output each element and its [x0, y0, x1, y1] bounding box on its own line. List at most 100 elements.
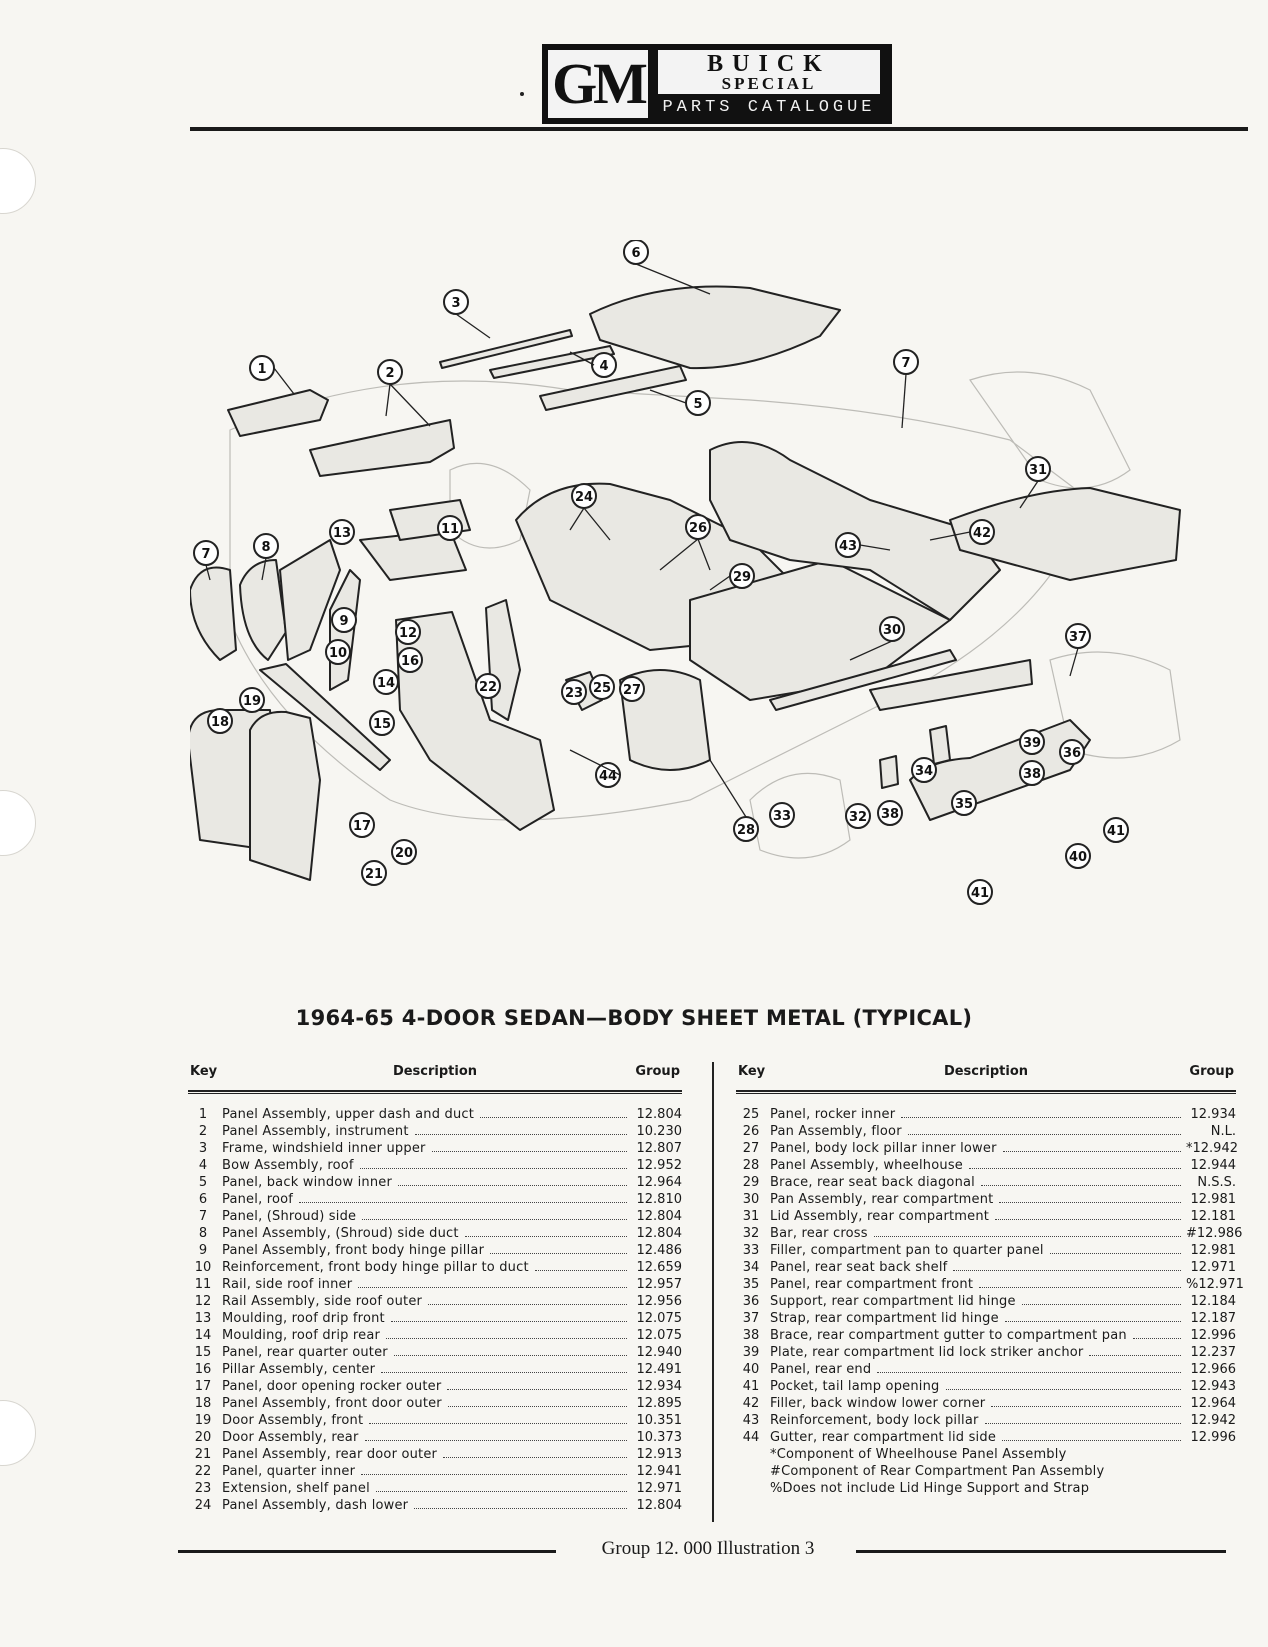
- leader-dots: [1021, 1304, 1181, 1305]
- brand-name: BUICK: [707, 51, 831, 77]
- part-description: Panel Assembly, dash lower: [222, 1498, 409, 1513]
- leader-dots: [381, 1372, 627, 1373]
- svg-text:10: 10: [329, 646, 347, 661]
- leader-dots: [414, 1134, 627, 1135]
- leader-dots: [362, 1219, 627, 1220]
- callout: 21: [361, 860, 387, 886]
- svg-text:36: 36: [1063, 746, 1081, 761]
- leader-dots: [991, 1406, 1181, 1407]
- part-group: 12.184: [1190, 1294, 1237, 1309]
- leader-dots: [490, 1253, 627, 1254]
- svg-text:42: 42: [973, 526, 991, 541]
- leader-dots: [364, 1440, 627, 1441]
- callout: 7: [193, 540, 219, 566]
- leader-dots: [1132, 1338, 1181, 1339]
- callout: 27: [619, 676, 645, 702]
- callout: 38: [877, 800, 903, 826]
- part-description: Panel Assembly, rear door outer: [222, 1447, 438, 1462]
- part-key: 19: [194, 1413, 212, 1428]
- svg-text:2: 2: [385, 366, 394, 381]
- part-description: Pillar Assembly, center: [222, 1362, 376, 1377]
- part-description: Door Assembly, rear: [222, 1430, 359, 1445]
- part-key: 15: [194, 1345, 212, 1360]
- part-description: Panel Assembly, upper dash and duct: [222, 1107, 475, 1122]
- svg-text:44: 44: [599, 769, 617, 784]
- part-key: 24: [194, 1498, 212, 1513]
- table-header: Key Description Group: [188, 1060, 682, 1090]
- body-sheet-metal-drawing: 1 2 3 4 5 6 7 7 8 9 10 11 12 13 14 15 16…: [187, 239, 1181, 905]
- part-description: Bar, rear cross: [770, 1226, 868, 1241]
- part-key: 30: [742, 1192, 760, 1207]
- callout: 4: [591, 352, 617, 378]
- callout: 43: [835, 532, 861, 558]
- part-key: 21: [194, 1447, 212, 1462]
- callout: 16: [397, 647, 423, 673]
- part-key: 38: [742, 1328, 760, 1343]
- part-group: 12.659: [636, 1260, 683, 1275]
- leader-dots: [386, 1338, 627, 1339]
- part-key: 13: [194, 1311, 212, 1326]
- header-rule-thick: [188, 1090, 682, 1092]
- column-divider: [712, 1062, 714, 1522]
- leader-dots: [375, 1491, 627, 1492]
- part-key: 37: [742, 1311, 760, 1326]
- part-group: #12.986: [1186, 1226, 1243, 1241]
- brand-box: BUICK SPECIAL: [658, 50, 880, 94]
- part-group: 12.804: [636, 1226, 683, 1241]
- column-header-description: Description: [392, 1064, 478, 1079]
- svg-text:5: 5: [693, 397, 702, 412]
- callout: 25: [589, 674, 615, 700]
- part-group: 12.996: [1190, 1328, 1237, 1343]
- punch-hole: [0, 790, 36, 856]
- leader-dots: [901, 1117, 1181, 1118]
- table-row: 21 Panel Assembly, rear door outer 12.913: [188, 1446, 682, 1463]
- svg-text:39: 39: [1023, 736, 1041, 751]
- part-group: 12.943: [1190, 1379, 1237, 1394]
- part-key: 6: [198, 1192, 208, 1207]
- part-key: 23: [194, 1481, 212, 1496]
- svg-text:21: 21: [365, 867, 383, 882]
- part-group: 12.804: [636, 1498, 683, 1513]
- part-key: 44: [742, 1430, 760, 1445]
- svg-text:11: 11: [441, 522, 459, 537]
- column-header-key: Key: [190, 1064, 218, 1079]
- part-key: 36: [742, 1294, 760, 1309]
- part-description: Panel, rocker inner: [770, 1107, 896, 1122]
- footnote: *Component of Wheelhouse Panel Assembly: [770, 1447, 1067, 1462]
- footer-rule-right: [856, 1550, 1226, 1553]
- part-description: Pocket, tail lamp opening: [770, 1379, 940, 1394]
- leader-dots: [995, 1219, 1181, 1220]
- leader-dots: [907, 1134, 1181, 1135]
- leader-dots: [358, 1287, 627, 1288]
- part-group: 12.807: [636, 1141, 683, 1156]
- part-group: 12.181: [1190, 1209, 1237, 1224]
- callout: 36: [1059, 739, 1085, 765]
- column-header-key: Key: [738, 1064, 766, 1079]
- part-key: 17: [194, 1379, 212, 1394]
- svg-text:30: 30: [883, 623, 901, 638]
- svg-text:7: 7: [201, 547, 210, 562]
- leader-dots: [393, 1355, 627, 1356]
- svg-text:40: 40: [1069, 850, 1087, 865]
- part-description: Panel, roof: [222, 1192, 294, 1207]
- part-key: 11: [194, 1277, 212, 1292]
- part-group: 12.996: [1190, 1430, 1237, 1445]
- part-key: 9: [198, 1243, 208, 1258]
- part-description: Plate, rear compartment lid lock striker…: [770, 1345, 1084, 1360]
- part-key: 3: [198, 1141, 208, 1156]
- svg-text:33: 33: [773, 809, 791, 824]
- part-key: 10: [194, 1260, 212, 1275]
- callout: 18: [207, 708, 233, 734]
- part-group: 12.913: [636, 1447, 683, 1462]
- leader-dots: [299, 1202, 627, 1203]
